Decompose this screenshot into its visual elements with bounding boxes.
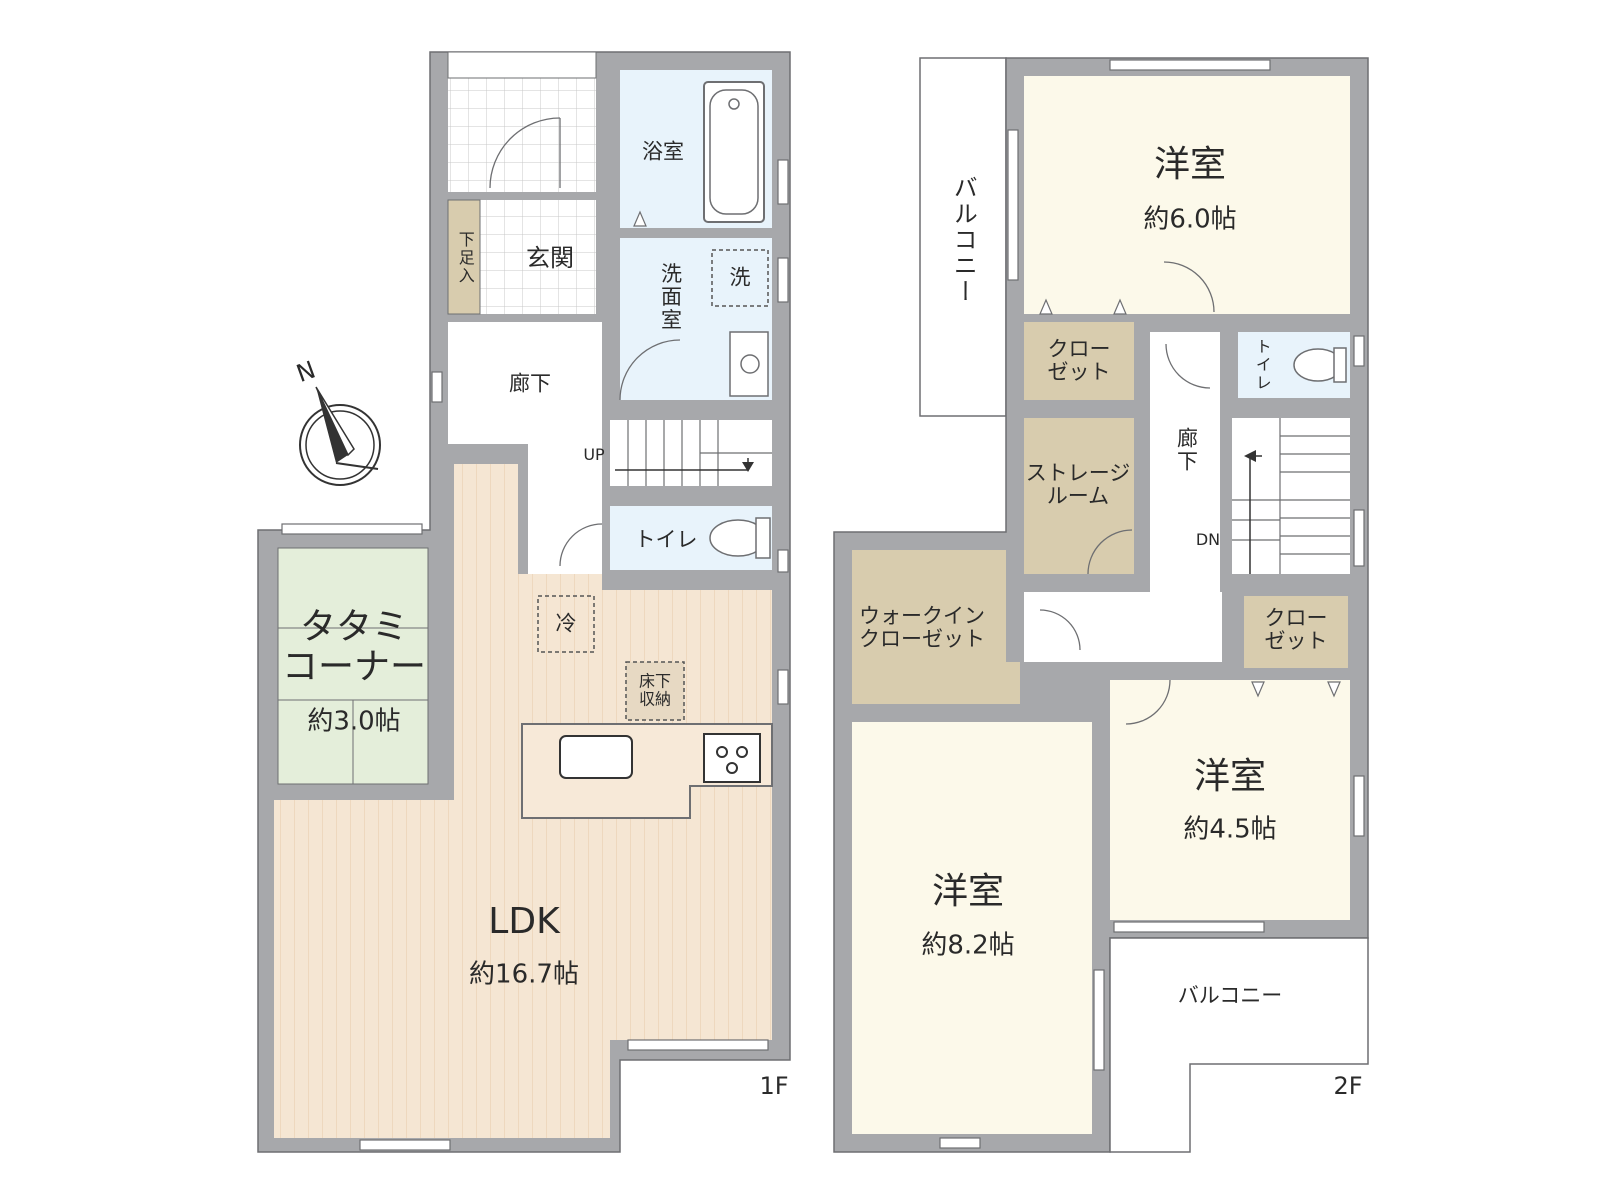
bath-label: 浴室 xyxy=(642,139,684,164)
underfloor-storage xyxy=(625,661,685,721)
tatami-name-line1: タタミ xyxy=(299,606,409,648)
room-6-area: 約6.0帖 xyxy=(1143,204,1237,235)
walkin-closet-label: ウォークイン クローゼット xyxy=(859,603,985,651)
room-45-label: 洋室 xyxy=(1193,756,1267,798)
floor-1-label: 1F xyxy=(759,1071,789,1100)
storage-room-label: ストレージ ルーム xyxy=(1025,460,1131,508)
shoe-storage xyxy=(447,199,481,315)
stairs-down-label: DN xyxy=(1195,530,1221,550)
wash-basin xyxy=(729,331,769,397)
balcony-bottom xyxy=(1109,937,1369,1153)
storage-line2: ルーム xyxy=(1046,484,1110,508)
washroom-label: 洗面室 xyxy=(658,262,683,332)
tatami-name-line2: コーナー xyxy=(281,646,427,687)
walkin-line2: クローゼット xyxy=(859,627,985,651)
stove xyxy=(703,733,761,783)
tatami-label: タタミ コーナー xyxy=(282,607,426,686)
underfloor-storage-label: 床下 収納 xyxy=(639,672,671,707)
underfloor-line2: 収納 xyxy=(638,689,672,708)
floor-2-plan xyxy=(633,57,1369,1153)
closet-right xyxy=(1244,596,1348,668)
closet-right-line1: クロー xyxy=(1264,605,1328,630)
walkin-closet xyxy=(852,550,1020,704)
floor-1-plan xyxy=(257,51,791,1153)
genkan-label: 玄関 xyxy=(526,243,574,272)
room-82-label: 洋室 xyxy=(931,871,1005,913)
closet-top-line2: ゼット xyxy=(1047,360,1111,384)
storage-room xyxy=(1024,418,1134,574)
room-82-area: 約8.2帖 xyxy=(921,930,1015,961)
walkin-line1: ウォークイン xyxy=(859,603,985,628)
balcony-bottom-label: バルコニー xyxy=(1177,983,1283,1008)
balcony-top xyxy=(919,57,1007,417)
ldk-area: 約16.7帖 xyxy=(469,959,579,990)
toilet-2f-label: トイレ xyxy=(1252,338,1272,392)
shoe-storage-label: 下足入 xyxy=(455,231,475,285)
compass-rose xyxy=(299,386,381,486)
tatami-area: 約3.0帖 xyxy=(307,706,401,737)
balcony-top-label: バルコニー xyxy=(949,175,978,305)
closet-right-line2: ゼット xyxy=(1264,629,1328,653)
closet-top xyxy=(1024,322,1134,400)
washer-spot xyxy=(711,249,769,307)
underfloor-line1: 床下 xyxy=(638,671,672,691)
room-45-floor xyxy=(1110,680,1350,920)
room-45-area: 約4.5帖 xyxy=(1183,814,1277,845)
closet-top-line1: クロー xyxy=(1047,336,1111,361)
corridor-1f xyxy=(448,322,602,444)
room-82-floor xyxy=(852,722,1092,1134)
fridge-label: 冷 xyxy=(555,611,577,636)
floor-2-label: 2F xyxy=(1333,1071,1363,1100)
fridge-spot xyxy=(537,595,595,653)
room-6-label: 洋室 xyxy=(1153,144,1227,186)
room-6-floor xyxy=(1024,76,1350,314)
storage-line1: ストレージ xyxy=(1025,460,1131,485)
corridor-2f-label: 廊下 xyxy=(1174,427,1199,473)
ldk-label: LDK xyxy=(488,901,560,943)
closet-right-label: クロー ゼット xyxy=(1264,605,1328,653)
toilet-1f-label: トイレ xyxy=(634,527,698,552)
washer-label: 洗 xyxy=(729,265,751,290)
stairs-2f xyxy=(1232,418,1350,574)
stairs-up-label: UP xyxy=(583,445,605,465)
closet-top-label: クロー ゼット xyxy=(1047,336,1111,384)
corridor-1f-label: 廊下 xyxy=(509,371,551,396)
